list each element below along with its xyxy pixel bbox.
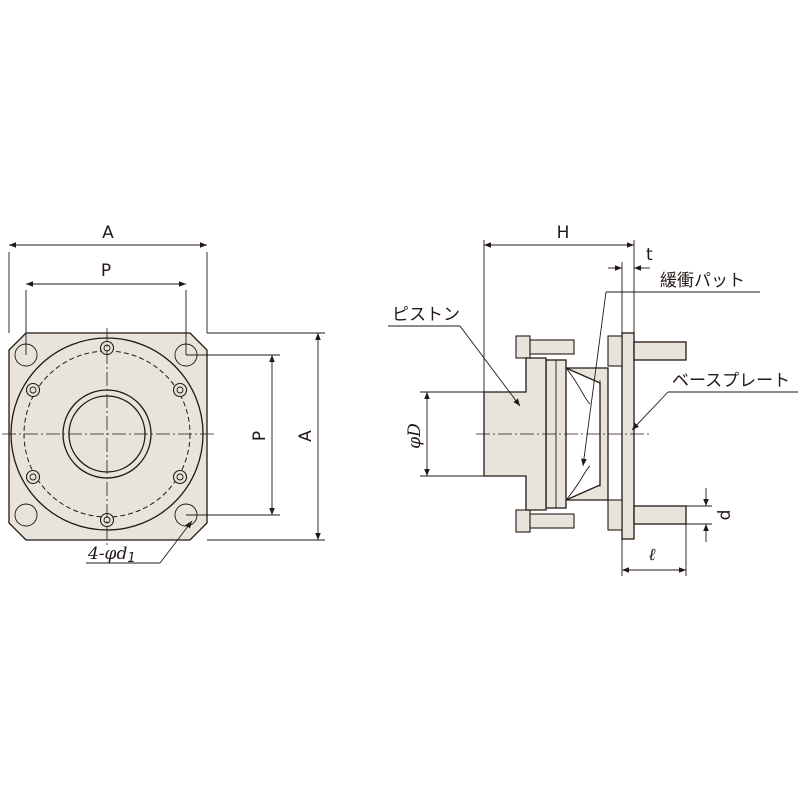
flange-bolts (25, 340, 188, 528)
dim-pitch-v-label: P (250, 431, 270, 441)
side-view: H t 緩衝パット ピストン ベースプレート φD d ℓ (388, 223, 798, 576)
anchor-stud-bottom (633, 505, 687, 525)
flange-bolt (529, 339, 575, 355)
corner-hole (14, 503, 38, 527)
dim-height-h-label: H (557, 223, 570, 243)
dim-width-label: A (102, 223, 114, 243)
cushion-pad-label: 緩衝パット (660, 271, 745, 291)
hole-callout-label: 4-φd1 (87, 544, 136, 566)
dim-height-label: A (296, 430, 316, 442)
base-plate-label: ベースプレート (672, 371, 790, 391)
piston-label: ピストン (392, 305, 460, 325)
dim-bolt-d-label: d (715, 510, 735, 521)
nut (607, 499, 623, 531)
front-view: A P P A 4-φd1 (2, 223, 325, 566)
flange-bolt (515, 335, 531, 359)
dim-pitch-h-label: P (101, 261, 111, 281)
flange-bolt (529, 513, 575, 529)
base-plate (621, 332, 635, 540)
dim-bolt-len-label: ℓ (648, 545, 655, 565)
dim-thickness-label: t (646, 245, 653, 265)
flange-bolt (515, 509, 531, 533)
nut (607, 335, 623, 367)
dim-diameter-label: φD (405, 423, 425, 449)
anchor-stud-top (633, 341, 687, 361)
